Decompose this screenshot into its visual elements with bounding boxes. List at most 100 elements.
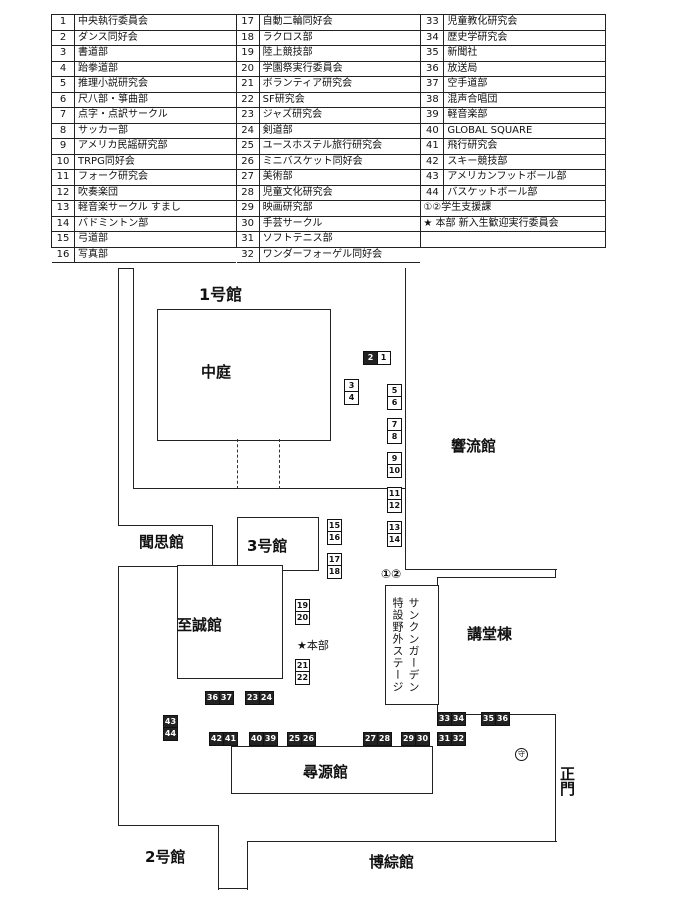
building-3-label: 3号館 [247,537,288,555]
legend-name: ジャズ研究会 [262,109,323,120]
courtyard-dashed-line [237,439,238,489]
legend-name: 吹奏楽団 [78,186,118,198]
legend-number: 39 [421,108,445,123]
booth-number-marker: 28 [377,732,392,746]
legend-name: 歴史学研究会 [447,31,508,43]
legend-name: 放送局 [447,62,478,74]
building-2-label: 2号館 [145,848,186,866]
legend-number: 31 [237,232,260,247]
booth-number-marker: 44 [163,727,178,741]
booth-number-marker: 39 [263,732,278,746]
legend-number: 11 [52,170,75,185]
legend-number: 27 [237,170,260,185]
legend-number: 2 [52,30,75,45]
legend-number: 12 [52,185,75,200]
legend-number: 43 [421,170,445,185]
legend-name: 陸上競技部 [262,47,313,58]
legend-number: 33 [421,15,445,30]
booth-number-marker: 33 [437,712,452,726]
main-gate-label: 正門 [558,766,576,796]
legend-number: 42 [421,154,445,169]
legend-name: 空手道部 [447,78,488,89]
legend-name: ソフトテニス部 [262,233,333,244]
legend-number: 1 [52,15,75,30]
legend-name: ①②学生支援課 [423,202,492,213]
booth-number-marker: 14 [387,533,402,547]
booth-number-marker: 10 [387,464,402,478]
legend-number: 30 [237,216,260,231]
legend-name: アメリカンフットボール部 [447,171,567,182]
booth-number-marker: 4 [344,391,359,405]
booth-number-marker: 32 [451,732,466,746]
legend-name: 手芸サークル [262,217,323,229]
legend-name: 新聞社 [447,47,478,58]
legend-name: ラクロス部 [262,31,313,43]
legend-number: 7 [52,108,75,123]
guard-post-icon: 守 [515,748,528,761]
booth-number-marker: 25 [287,732,302,746]
legend-name: 児童教化研究会 [447,16,518,27]
booth-number-marker: 23 [245,691,260,705]
booth-number-marker: 12 [387,499,402,513]
legend-number: 37 [421,77,445,92]
legend-name: ユースホステル旅行研究会 [262,140,383,151]
booth-number-marker: 8 [387,430,402,444]
booth-number-marker: 1 [376,351,391,365]
booth-number-marker: 35 [481,712,496,726]
legend-number: 22 [237,92,260,107]
legend-name: 点字・点訳サークル [78,109,168,120]
legend-number: 41 [421,139,445,154]
booth-number-marker: 42 [209,732,224,746]
booth-number-marker: 22 [295,671,310,685]
legend-number: 6 [52,92,75,107]
legend-name: 弓道部 [78,233,108,244]
headquarters-marker: ★本部 [297,639,329,652]
legend-name: 映画研究部 [262,202,313,213]
booth-number-marker: 17 [327,553,342,567]
legend-number: 13 [52,201,75,216]
legend-name: フォーク研究会 [78,171,148,182]
booth-number-marker: 41 [223,732,238,746]
booth-number-marker: 6 [387,396,402,410]
legend-number: 10 [52,154,75,169]
booth-number-marker: 43 [163,715,178,729]
legend-name: 軽音楽部 [447,109,488,120]
legend-number: 32 [237,247,260,262]
student-support-marker: ①② [381,567,402,581]
booth-number-marker: 2 [363,351,378,365]
auditorium-label: 講堂棟 [467,625,513,643]
legend-name: ダンス同好会 [78,31,138,43]
booth-number-marker: 20 [295,611,310,625]
courtyard [157,309,331,441]
outdoor-stage-label-2: 特設野外ステージ [391,597,404,693]
legend-number: 38 [421,92,445,107]
legend-number: 5 [52,77,75,92]
